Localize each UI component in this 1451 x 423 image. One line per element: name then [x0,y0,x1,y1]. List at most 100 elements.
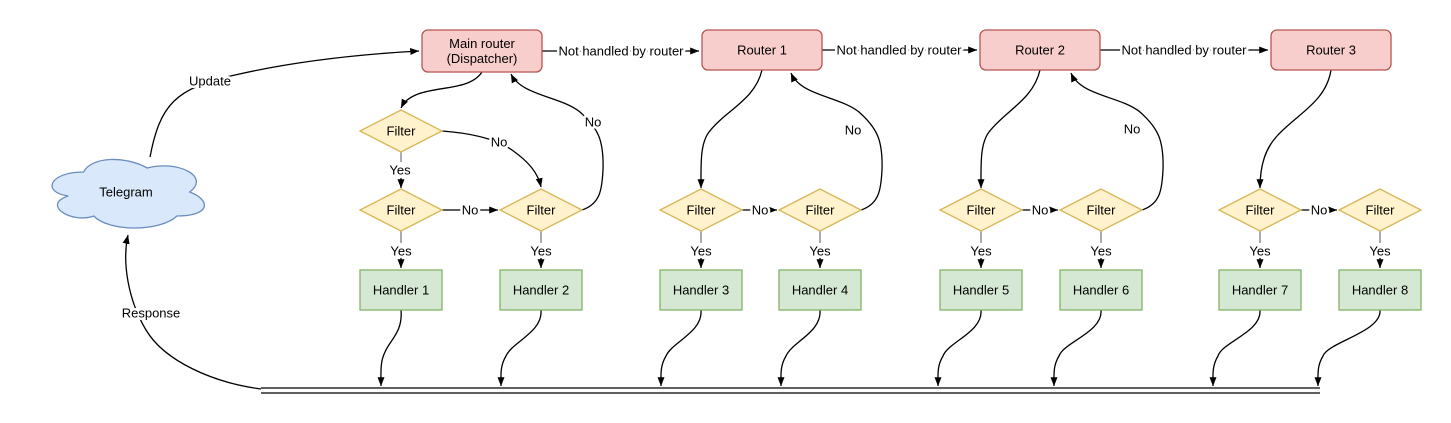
node-telegram: Telegram [51,158,206,229]
handler-shape [1338,269,1422,311]
edge-label-filter4-yes-handler4: Yes [809,244,831,259]
router-shape [979,29,1101,71]
filter-shape [1217,188,1303,232]
filter-shape [358,109,444,153]
edge-handler1-to-bus [377,309,402,387]
node-label-handler-2: Handler 2 [513,283,569,298]
edge-label-filter1-yes-handler1: Yes [390,244,412,259]
edge-filter6-no-router2 [1070,72,1164,211]
node-router-3: Router 3 [1270,29,1392,71]
node-label-dispatcher: Main router(Dispatcher) [447,36,518,66]
filter-shape [658,188,744,232]
edge-label-filter2-no-dispatcher: No [585,115,602,130]
filter-shape [358,188,444,232]
handler-shape [659,269,743,311]
node-router-2: Router 2 [979,29,1101,71]
node-label-router-1: Router 1 [737,43,787,58]
node-label-router-2: Router 2 [1015,43,1065,58]
filter-shape [1337,188,1423,232]
node-handler-1: Handler 1 [359,269,443,311]
edge-label-filter3-no-filter4: No [752,203,769,218]
filter-shape [777,188,863,232]
filter-shape [498,188,584,232]
edge-filter2-no-dispatcher [510,73,604,211]
edge-handler6-to-bus [1050,309,1102,387]
edge-label-filter0-no-filter2: No [491,135,508,150]
edge-label-filter7-no-filter8: No [1311,203,1328,218]
node-label-filter-1: Filter [387,203,417,218]
filter-shape [1058,188,1144,232]
node-label-telegram: Telegram [99,185,152,200]
node-filter-5: Filter [938,188,1024,232]
handler-shape [499,269,583,311]
node-filter-3: Filter [658,188,744,232]
node-filter-0: Filter [358,109,444,153]
node-filter-6: Filter [1058,188,1144,232]
router-shape [1270,29,1392,71]
node-filter-2: Filter [498,188,584,232]
node-label-handler-5: Handler 5 [953,283,1009,298]
node-label-handler-4: Handler 4 [792,283,848,298]
node-handler-8: Handler 8 [1338,269,1422,311]
router-shape [701,29,823,71]
router-shape [421,29,543,73]
handler-shape [778,269,862,311]
edge-router1-to-filter3 [697,69,763,189]
handler-shape [1218,269,1302,311]
edge-label-filter5-yes-handler5: Yes [970,244,992,259]
node-label-handler-3: Handler 3 [673,283,729,298]
edge-label-filter0-yes-filter1: Yes [389,163,411,178]
edge-label-filter2-yes-handler2: Yes [530,244,552,259]
node-label-filter-2: Filter [527,203,557,218]
edge-router2-to-filter5 [977,69,1041,189]
edge-label-update: Update [189,74,231,89]
edge-label-not-handled-1: Not handled by router [558,44,684,59]
node-dispatcher: Main router(Dispatcher) [421,29,543,73]
node-handler-5: Handler 5 [939,269,1023,311]
node-handler-2: Handler 2 [499,269,583,311]
edge-handler3-to-bus [657,309,702,387]
node-label-router-3: Router 3 [1306,43,1356,58]
edge-label-response: Response [122,306,181,321]
node-label-handler-1: Handler 1 [373,283,429,298]
edge-handler2-to-bus [497,309,542,387]
node-router-1: Router 1 [701,29,823,71]
node-label-filter-0: Filter [387,124,417,139]
edge-label-filter5-no-filter6: No [1032,203,1049,218]
edge-label-filter6-yes-handler6: Yes [1090,244,1112,259]
node-label-filter-4: Filter [806,203,836,218]
edge-update [149,47,420,158]
handler-shape [1059,269,1143,311]
edge-router3-to-filter7 [1256,69,1332,189]
node-handler-6: Handler 6 [1059,269,1143,311]
node-handler-7: Handler 7 [1218,269,1302,311]
node-handler-4: Handler 4 [778,269,862,311]
edge-label-filter7-yes-handler7: Yes [1249,244,1271,259]
node-filter-7: Filter [1217,188,1303,232]
edge-label-filter4-no-router1: No [845,123,862,138]
node-label-handler-6: Handler 6 [1073,283,1129,298]
edge-filter4-no-router1 [790,72,883,211]
edge-label-not-handled-2: Not handled by router [836,43,962,58]
edge-label-filter1-no-filter2: No [462,203,479,218]
edge-handler7-to-bus [1209,309,1261,387]
edge-handler5-to-bus [934,309,982,387]
node-label-handler-8: Handler 8 [1352,283,1408,298]
node-label-filter-6: Filter [1087,203,1117,218]
edge-label-filter8-yes-handler8: Yes [1369,244,1391,259]
node-filter-8: Filter [1337,188,1423,232]
handler-shape [359,269,443,311]
edge-response [122,234,262,390]
cloud-shape [51,158,206,229]
node-label-filter-5: Filter [967,203,997,218]
node-label-handler-7: Handler 7 [1232,283,1288,298]
filter-shape [938,188,1024,232]
handler-shape [939,269,1023,311]
node-handler-3: Handler 3 [659,269,743,311]
node-label-filter-7: Filter [1246,203,1276,218]
node-label-filter-3: Filter [687,203,717,218]
node-filter-4: Filter [777,188,863,232]
node-filter-1: Filter [358,188,444,232]
